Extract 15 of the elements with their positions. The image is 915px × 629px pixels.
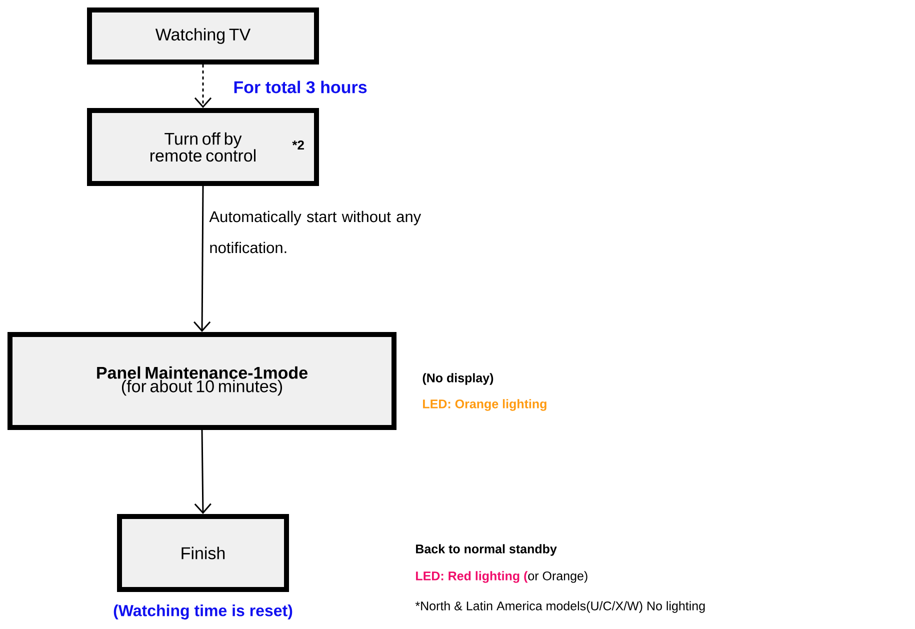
note-text: (No display) (422, 373, 494, 385)
process-box: Watching TV (87, 8, 319, 64)
process-box: Panel Maintenance-1mode (for about 10 minutes) (8, 332, 396, 430)
process-box: Finish (117, 514, 289, 592)
edge-label: For total 3 hours (234, 80, 367, 94)
note-text: LED: Orange lighting (423, 399, 546, 411)
edge-label: Automatically start without any notification. (209, 210, 422, 254)
arrow (194, 430, 212, 514)
note-text: (Watching time is reset) (114, 604, 292, 620)
arrow (194, 64, 212, 108)
note-text: *North & Latin America models(U/C/X/W) No lighting (415, 601, 705, 613)
process-box: Turn off by remote control *2 (87, 108, 319, 186)
arrow (194, 186, 211, 332)
note-text: LED: Red lighting (or Orange) (416, 571, 588, 583)
note-text: Back to normal standby (416, 544, 557, 556)
